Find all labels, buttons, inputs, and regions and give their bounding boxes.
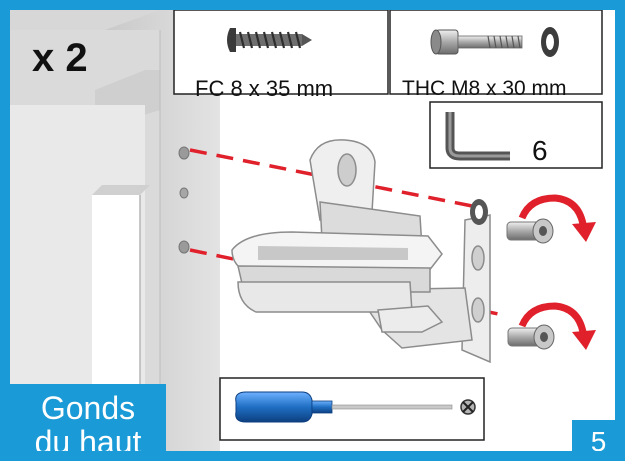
bolt-upper-icon bbox=[506, 218, 554, 244]
gate-post bbox=[10, 10, 220, 451]
screw-fc-label: FC 8 x 35 mm bbox=[195, 76, 334, 101]
screwdriver-icon bbox=[235, 391, 453, 423]
hinge-bracket-icon bbox=[231, 139, 491, 364]
screw-fc-icon bbox=[227, 28, 312, 52]
tool-box-screwdriver bbox=[219, 377, 485, 441]
bolt-lower-icon bbox=[507, 324, 555, 350]
allen-key-size-label: 6 bbox=[532, 135, 548, 166]
rotate-arrow-upper-icon bbox=[518, 194, 596, 242]
screw-thc-label: THC M8 x 30 mm bbox=[402, 77, 567, 100]
screw-thc-icon bbox=[430, 29, 523, 55]
step-number-box: 5 bbox=[572, 420, 615, 457]
step-number: 5 bbox=[590, 426, 607, 457]
step-title-line-2: du haut bbox=[34, 424, 142, 460]
part-box-allen-key bbox=[429, 101, 603, 169]
part-box-thc bbox=[389, 10, 603, 95]
quantity-label: x 2 bbox=[32, 36, 88, 80]
step-title-box: Gonds du haut bbox=[10, 384, 166, 460]
step-title-line-1: Gonds bbox=[40, 390, 136, 426]
assembly-illustration bbox=[10, 10, 603, 451]
washer-upper-icon bbox=[470, 199, 488, 225]
washer-icon bbox=[541, 27, 559, 57]
part-box-fc bbox=[173, 10, 389, 95]
allen-key-icon bbox=[445, 112, 510, 161]
phillips-head-icon bbox=[460, 399, 476, 415]
rotate-arrow-lower-icon bbox=[518, 302, 596, 350]
